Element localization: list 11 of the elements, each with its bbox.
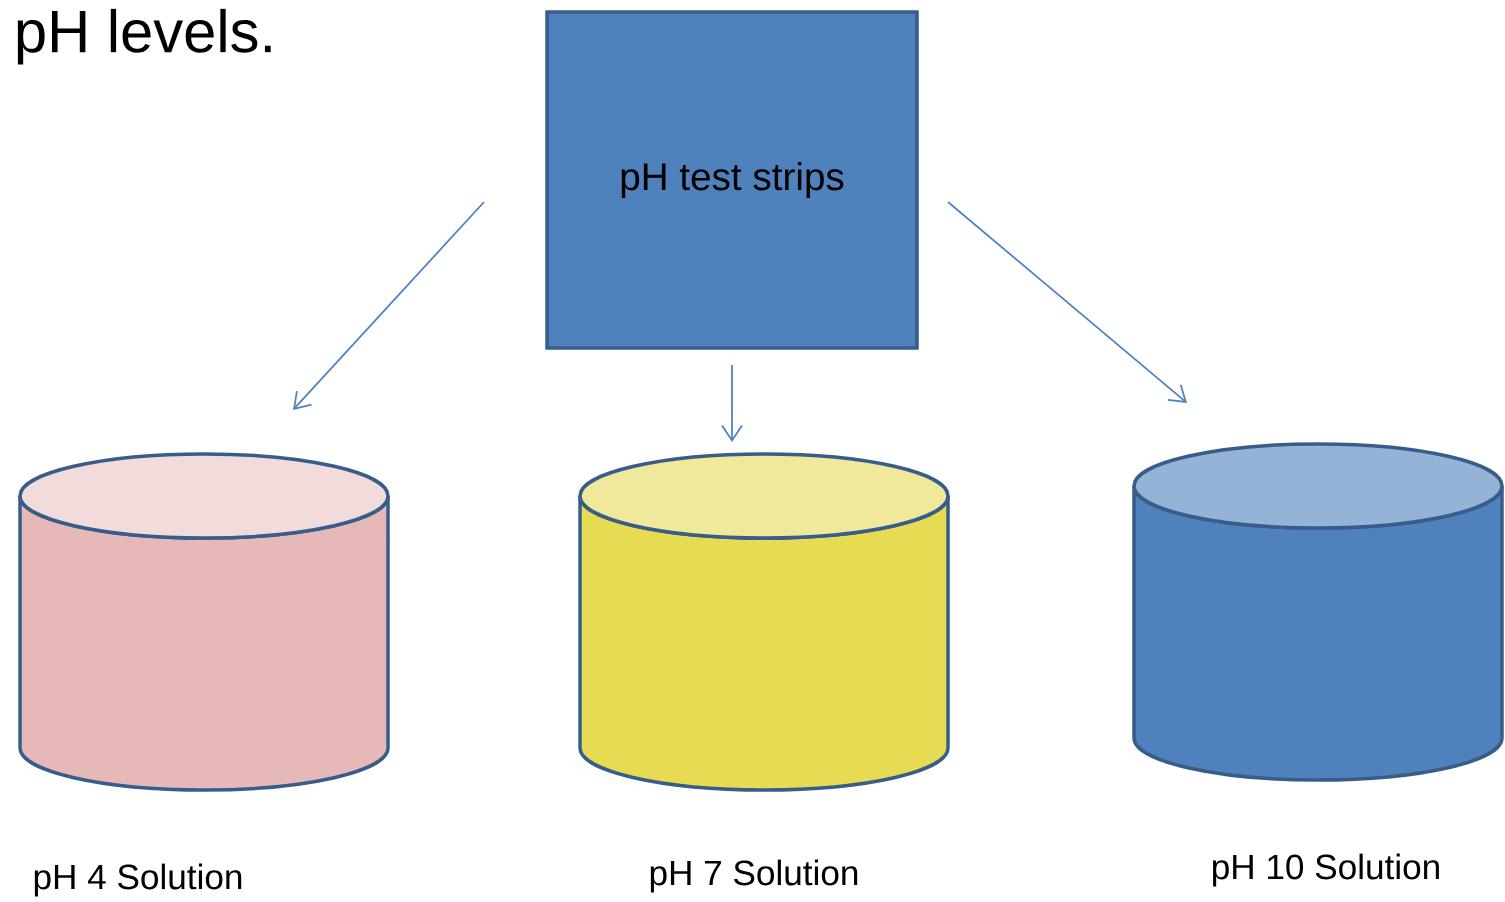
process-box: pH test strips [545, 10, 919, 350]
arrow [721, 364, 743, 442]
solution-label: pH 4 Solution [34, 863, 242, 897]
heading: pH levels. [17, 8, 271, 65]
arrow [293, 201, 485, 410]
container-cylinder [1132, 442, 1504, 782]
container-cylinder [578, 452, 950, 792]
arrow [947, 201, 1187, 403]
solution-label: pH 7 Solution [650, 859, 858, 893]
container-cylinder [18, 452, 390, 792]
solution-label: pH 10 Solution [1213, 853, 1439, 887]
